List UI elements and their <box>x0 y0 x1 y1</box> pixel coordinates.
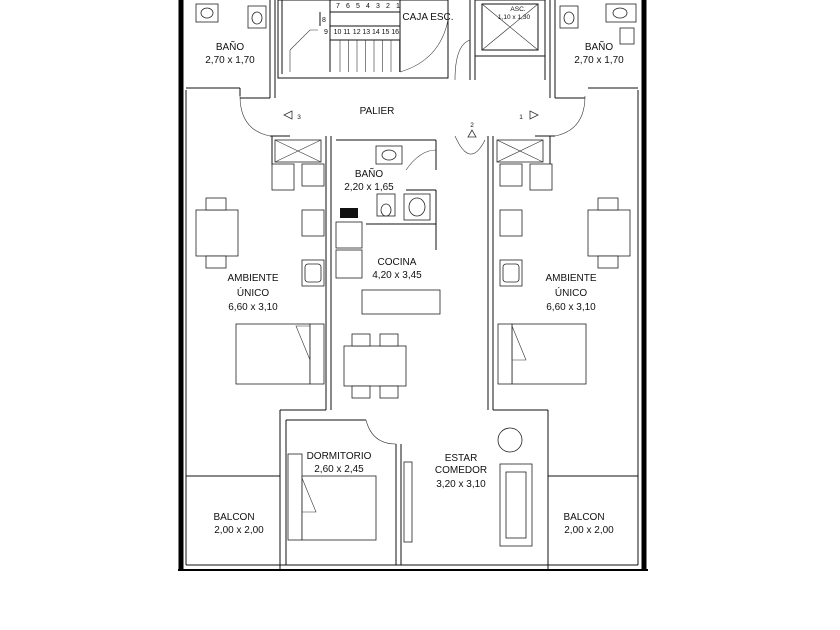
stair-step-number: 6 <box>346 3 350 10</box>
stair-step-number: 11 <box>343 29 350 36</box>
stair-step-number: 2 <box>386 3 390 10</box>
bano-top-left-dimensions: 2,70 x 1,70 <box>205 55 255 66</box>
bano-top-left-label: BAÑO <box>216 40 245 53</box>
ambiente-left-label-1: AMBIENTE <box>227 273 278 284</box>
stair-step-number: 1 <box>396 3 400 10</box>
stair-step-number: 14 <box>372 29 380 36</box>
bano-top-right-label: BAÑO <box>585 40 614 53</box>
stair-step-number: 9 <box>324 29 328 36</box>
balcon-left-label: BALCON <box>213 512 254 523</box>
stair-step-number: 3 <box>376 3 380 10</box>
estar-label-1: ESTAR <box>445 453 478 464</box>
stair-step-number: 16 <box>391 29 399 36</box>
stair-number-mid: 8 <box>322 17 326 24</box>
estar-dimensions: 3,20 x 3,10 <box>436 479 486 490</box>
center-unit <box>335 139 441 399</box>
dormitorio-dimensions: 2,60 x 2,45 <box>314 464 364 475</box>
cocina-dimensions: 4,20 x 3,45 <box>372 270 422 281</box>
stair-step-number: 4 <box>366 3 370 10</box>
balcon-left-dimensions: 2,00 x 2,00 <box>214 525 264 536</box>
right-unit <box>487 136 631 570</box>
ambiente-left-dimensions: 6,60 x 3,10 <box>228 302 278 313</box>
caja-escalera-label: CAJA ESC. <box>402 12 453 23</box>
bath-fixtures-top-left <box>195 3 267 29</box>
bano-center-label: BAÑO <box>355 167 384 180</box>
balcon-right-dimensions: 2,00 x 2,00 <box>564 525 614 536</box>
stairs <box>289 0 449 78</box>
ambiente-right-dimensions: 6,60 x 3,10 <box>546 302 596 313</box>
dormitorio-label: DORMITORIO <box>307 451 372 462</box>
stair-step-number: 10 <box>334 29 342 36</box>
unit-1-number: 1 <box>519 114 523 121</box>
ascensor-dimensions: 1,10 x 1,30 <box>498 14 531 21</box>
unit-2-number: 2 <box>470 122 474 129</box>
bano-center-dimensions: 2,20 x 1,65 <box>344 182 394 193</box>
ambiente-left-label-2: ÚNICO <box>237 286 269 299</box>
stair-step-number: 13 <box>362 29 370 36</box>
stair-step-number: 12 <box>353 29 361 36</box>
bath-fixtures-top-right <box>559 3 637 45</box>
cocina-label: COCINA <box>378 257 417 268</box>
bottom-rooms <box>186 419 638 566</box>
palier-label: PALIER <box>360 106 395 117</box>
core-doors <box>239 39 586 155</box>
ambiente-right-label-2: ÚNICO <box>555 286 587 299</box>
stair-step-number: 15 <box>382 29 390 36</box>
exterior-walls <box>178 0 648 571</box>
ascensor-label: ASC. <box>510 6 525 13</box>
left-unit <box>195 136 332 570</box>
stair-step-number: 7 <box>336 3 340 10</box>
balcon-right-label: BALCON <box>563 512 604 523</box>
palier-walls <box>240 97 585 138</box>
bano-top-right-dimensions: 2,70 x 1,70 <box>574 55 624 66</box>
estar-label-2: COMEDOR <box>435 465 487 476</box>
ambiente-right-label-1: AMBIENTE <box>545 273 596 284</box>
unit-3-number: 3 <box>297 114 301 121</box>
stair-step-number: 5 <box>356 3 360 10</box>
